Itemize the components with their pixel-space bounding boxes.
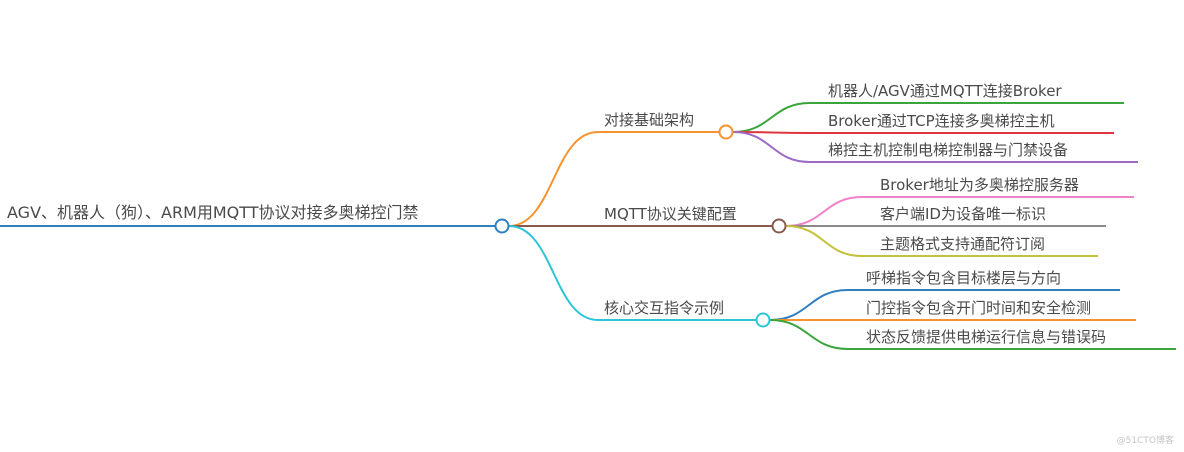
branch-node-circle[interactable] (755, 312, 771, 328)
leaf-topic-label: 机器人/AGV通过MQTT连接Broker (828, 82, 1062, 100)
leaf-connector (732, 131, 811, 163)
root-topic-label: AGV、机器人（狗）、ARM用MQTT协议对接多奥梯控门禁 (7, 203, 419, 222)
leaf-topic-label: 状态反馈提供电梯运行信息与错误码 (866, 328, 1106, 346)
branch-topic-label: MQTT协议关键配置 (604, 205, 737, 223)
leaf-connector (785, 196, 863, 227)
branch-topic-label: 核心交互指令示例 (604, 299, 724, 317)
leaf-connector (785, 225, 863, 257)
branch-connector (508, 131, 599, 227)
branch-node-circle[interactable] (771, 218, 787, 234)
branch-node-circle[interactable] (718, 124, 734, 140)
leaf-connector (732, 102, 811, 133)
watermark: @51CTO博客 (1116, 436, 1174, 446)
branch-connector (508, 225, 599, 321)
leaf-topic-label: 主题格式支持通配符订阅 (880, 235, 1045, 253)
leaf-connector (769, 319, 849, 350)
leaf-topic-label: Broker通过TCP连接多奥梯控主机 (828, 112, 1055, 130)
leaf-topic-label: 客户端ID为设备唯一标识 (880, 205, 1046, 223)
mind-map-edges (0, 102, 1176, 350)
leaf-topic-label: 梯控主机控制电梯控制器与门禁设备 (828, 141, 1068, 159)
mind-map-nodes: AGV、机器人（狗）、ARM用MQTT协议对接多奥梯控门禁 对接基础架构 机器人/A… (7, 82, 1106, 346)
branch-topic-label: 对接基础架构 (604, 111, 694, 129)
leaf-connector (769, 289, 849, 321)
leaf-topic-label: 呼梯指令包含目标楼层与方向 (866, 269, 1061, 287)
leaf-topic-label: 门控指令包含开门时间和安全检测 (866, 299, 1091, 317)
root-node-circle[interactable] (494, 218, 510, 234)
leaf-topic-label: Broker地址为多奥梯控服务器 (880, 176, 1079, 194)
